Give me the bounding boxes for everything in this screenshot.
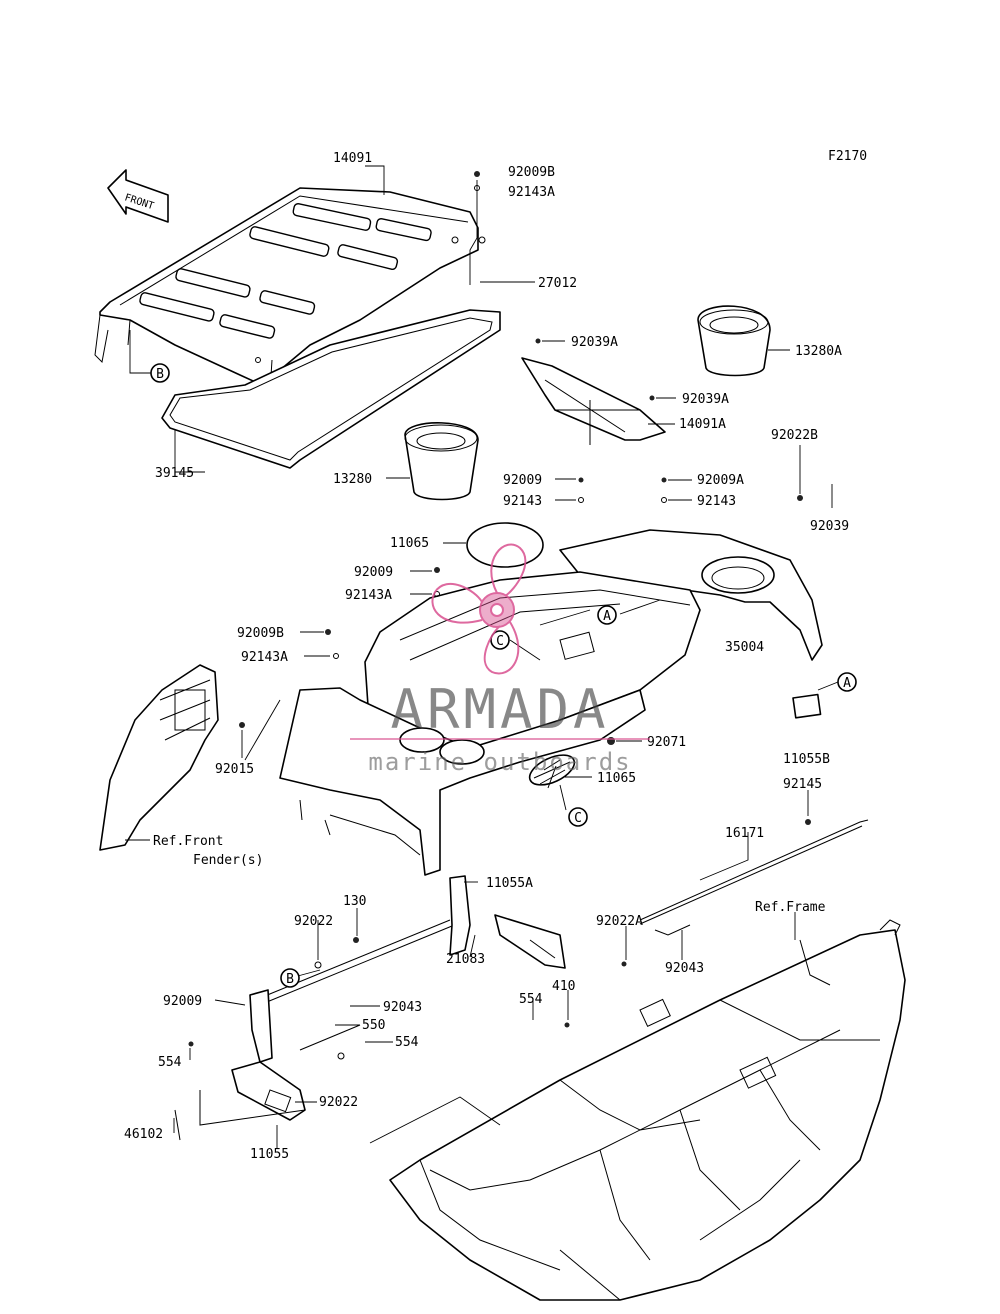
label-92143: 92143 — [503, 494, 542, 509]
label-92071: 92071 — [647, 735, 686, 750]
bracket-21083 — [494, 914, 566, 969]
label-92015: 92015 — [215, 762, 254, 777]
label-27012: 27012 — [538, 276, 577, 291]
leader-lines — [125, 165, 839, 1148]
label-130: 130 — [343, 894, 366, 909]
label-11055B: 11055B — [783, 752, 830, 767]
label-92043-right: 92043 — [665, 961, 704, 976]
label-92009A: 92009A — [697, 473, 744, 488]
label-16171: 16171 — [725, 826, 764, 841]
label-92009: 92009 — [503, 473, 542, 488]
svg-text:A: A — [603, 609, 611, 624]
fasteners — [188, 171, 811, 1060]
figure-code: F2170 — [828, 149, 867, 164]
cup-holder-13280 — [404, 422, 479, 501]
label-92009B: 92009B — [508, 165, 555, 180]
rear-cover-35004 — [559, 529, 823, 661]
label-46102: 46102 — [124, 1127, 163, 1142]
clip-block-a — [792, 693, 822, 719]
label-92143-right: 92143 — [697, 494, 736, 509]
ref-circle-c-top: C — [490, 630, 510, 650]
label-92143A: 92143A — [508, 185, 555, 200]
front-fender-ref — [99, 664, 219, 851]
label-92009-left: 92009 — [354, 565, 393, 580]
label-13280A: 13280A — [795, 344, 842, 359]
label-92039: 92039 — [810, 519, 849, 534]
label-92022B: 92022B — [771, 428, 818, 443]
label-554-mid: 554 — [395, 1035, 419, 1050]
label-92039A-2: 92039A — [682, 392, 729, 407]
label-554-left: 554 — [158, 1055, 182, 1070]
label-14091A: 14091A — [679, 417, 726, 432]
watermark-brand: ARMADA — [390, 678, 609, 741]
link-rod-11055 — [174, 919, 453, 1141]
svg-text:C: C — [496, 634, 504, 649]
label-11055A: 11055A — [486, 876, 533, 891]
svg-text:C: C — [574, 811, 582, 826]
cup-holder-13280A — [697, 305, 771, 377]
label-410: 410 — [552, 979, 575, 994]
watermark-tagline: marine outboards — [368, 748, 631, 776]
svg-text:B: B — [156, 367, 164, 382]
bracket-11055A — [449, 875, 471, 956]
watermark: ARMADA marine outboards — [350, 543, 650, 776]
label-39145: 39145 — [155, 466, 194, 481]
svg-text:A: A — [843, 676, 851, 691]
label-ref-frame: Ref.Frame — [755, 900, 826, 915]
label-ref-front-fender-2: Fender(s) — [193, 853, 263, 868]
label-92022A: 92022A — [596, 914, 643, 929]
ref-circle-b-bottom: B — [280, 968, 300, 988]
label-92009B-left: 92009B — [237, 626, 284, 641]
label-92022-bottom: 92022 — [319, 1095, 358, 1110]
label-550: 550 — [362, 1018, 385, 1033]
rod-16171 — [639, 819, 869, 936]
label-92009-bottom: 92009 — [163, 994, 202, 1009]
label-92145: 92145 — [783, 777, 822, 792]
svg-text:B: B — [286, 972, 294, 987]
ref-circle-c-bottom: C — [568, 807, 588, 827]
front-arrow-icon: FRONT — [107, 169, 169, 223]
roof-seal — [161, 309, 501, 469]
label-92143A-left: 92143A — [345, 588, 392, 603]
label-92143A-left2: 92143A — [241, 650, 288, 665]
label-11055: 11055 — [250, 1147, 289, 1162]
vehicle-frame-ref — [389, 919, 906, 1301]
propeller-logo-icon — [431, 543, 527, 675]
part-labels: 14091 92009B 92143A 27012 92039A 13280A … — [124, 151, 849, 1162]
label-21083: 21083 — [446, 952, 485, 967]
roof-panel — [94, 187, 486, 394]
label-92039A: 92039A — [571, 335, 618, 350]
ref-circle-a-right: A — [837, 672, 857, 692]
label-11065-top: 11065 — [390, 536, 429, 551]
storage-bracket-14091A — [521, 357, 666, 445]
speaker-grill-11065 — [528, 754, 576, 789]
label-13280: 13280 — [333, 472, 372, 487]
ref-circle-a-top: A — [597, 605, 617, 625]
label-14091: 14091 — [333, 151, 372, 166]
label-35004: 35004 — [725, 640, 764, 655]
ref-circle-b-top: B — [150, 363, 170, 383]
label-92022: 92022 — [294, 914, 333, 929]
label-ref-front-fender: Ref.Front — [153, 834, 223, 849]
label-554-right: 554 — [519, 992, 543, 1007]
label-92043-left: 92043 — [383, 1000, 422, 1015]
label-11065-bottom: 11065 — [597, 771, 636, 786]
